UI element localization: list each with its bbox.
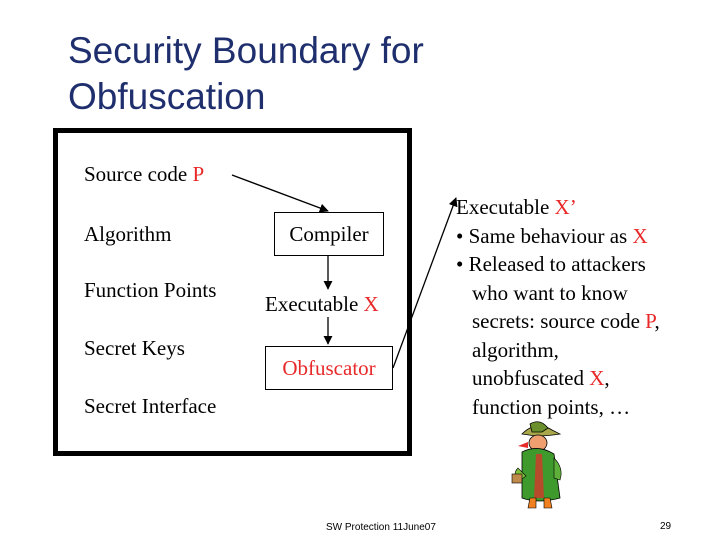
- output-bullet-2-line6: function points, …: [472, 394, 631, 419]
- source-to-compiler-arrow: [231, 174, 329, 213]
- output-bullet-2-line2: who want to know: [472, 280, 628, 305]
- output-heading: Executable X’: [456, 193, 660, 222]
- output-heading-text: Executable: [456, 195, 555, 219]
- executable-var: X: [363, 292, 379, 316]
- output-description: Executable X’ • Same behaviour as X • Re…: [456, 193, 660, 421]
- output-bullet-2-line1: • Released to attackers: [456, 252, 646, 276]
- compiler-label: Compiler: [289, 221, 369, 246]
- bullet-1-text: • Same behaviour as: [456, 223, 633, 248]
- output-bullet-2-line4: algorithm,: [472, 337, 559, 362]
- bullet-2-line3-end: ,: [654, 309, 660, 333]
- spy-attacker-icon: [511, 421, 562, 509]
- boundary-item-secret-keys: Secret Keys: [84, 336, 185, 360]
- source-code-text: Source code: [84, 162, 193, 186]
- boundary-item-function-points: Function Points: [84, 278, 217, 302]
- executable-text: Executable: [265, 292, 364, 316]
- obfuscator-box: Obfuscator: [265, 346, 393, 390]
- boundary-item-algorithm: Algorithm: [84, 222, 172, 246]
- output-bullet-2-line3: secrets: source code P,: [456, 307, 660, 336]
- bullet-2-line5-text: unobfuscated: [472, 366, 590, 390]
- slide-title-line2: Obfuscation: [68, 76, 266, 117]
- footer-text: SW Protection 11June07: [326, 522, 436, 533]
- slide-title-line1: Security Boundary for: [68, 30, 424, 71]
- page-number: 29: [660, 521, 672, 532]
- output-bullet-2-line5: unobfuscated X,: [456, 364, 660, 393]
- bullet-2-line5-end: ,: [604, 366, 610, 390]
- security-boundary-box: [53, 128, 412, 456]
- obfuscator-label: Obfuscator: [282, 355, 376, 380]
- executable-x-label: Executable X: [265, 292, 379, 316]
- slide-title: Security Boundary for Obfuscation: [68, 28, 588, 120]
- source-code-label: Source code P: [84, 162, 204, 186]
- output-bullet-1: • Same behaviour as X: [456, 222, 660, 251]
- output-heading-var: X’: [554, 195, 577, 219]
- bullet-1-var: X: [632, 223, 648, 248]
- bullet-2-line5-var: X: [589, 366, 605, 390]
- obfuscator-to-output-arrow: [392, 197, 458, 369]
- bullet-2-line3-var: P: [645, 309, 655, 333]
- source-code-var: P: [192, 162, 205, 186]
- boundary-item-secret-interface: Secret Interface: [84, 394, 217, 418]
- compiler-box: Compiler: [274, 212, 384, 256]
- bullet-2-line3-text: secrets: source code: [472, 309, 646, 333]
